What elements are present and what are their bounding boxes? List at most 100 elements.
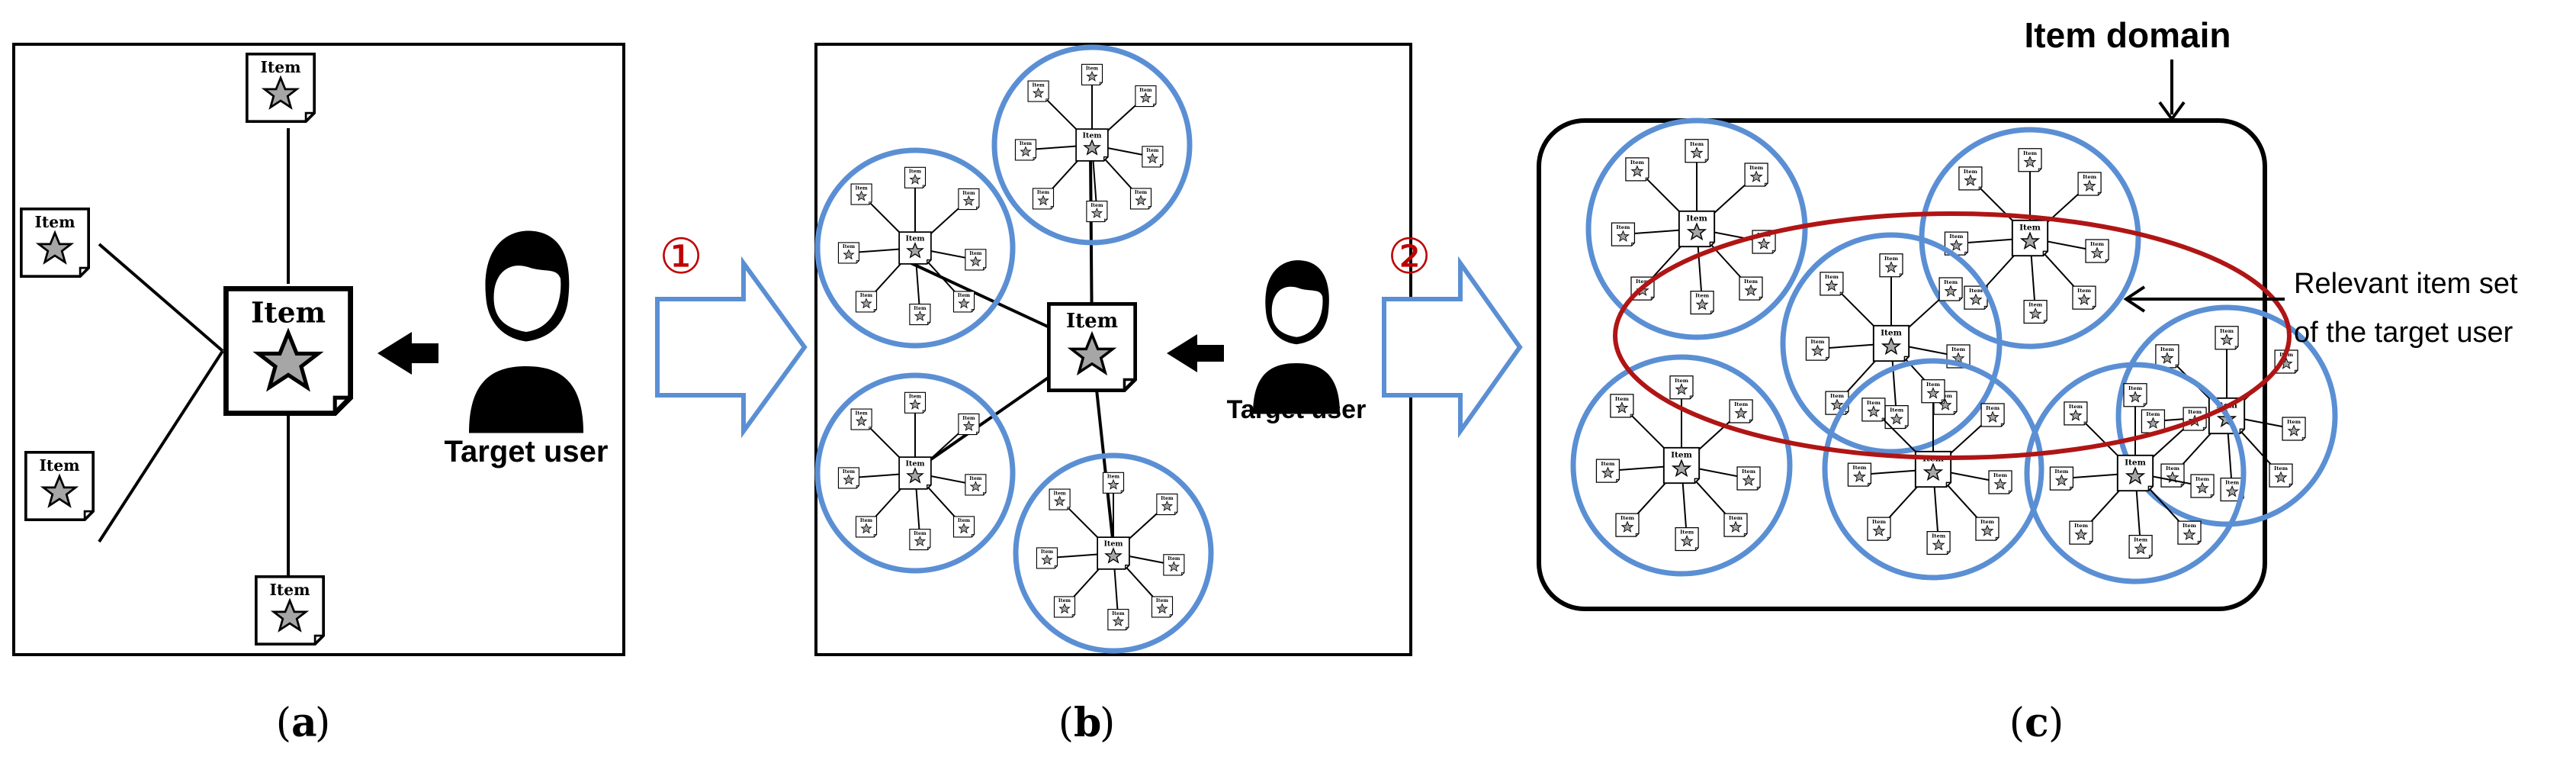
document-star-icon: Item: [1975, 517, 1999, 541]
document-star-icon: Item: [1151, 596, 1174, 618]
document-star-icon: Item: [1625, 157, 1649, 182]
document-star-icon: Item: [2190, 474, 2215, 498]
document-star-icon: Item: [850, 408, 872, 430]
item-label: Item: [969, 251, 982, 256]
document-star-icon: Item: [855, 291, 878, 313]
document-star-icon: Item: [1053, 596, 1076, 618]
item-label: Item: [39, 456, 79, 475]
document-star-icon: Item: [898, 231, 932, 265]
document-star-icon: Item: [1049, 304, 1135, 390]
caption-a: ( a ): [276, 700, 331, 746]
item-label: Item: [962, 191, 975, 196]
item-label: Item: [1053, 491, 1066, 496]
document-star-icon: Item: [898, 456, 932, 490]
item-label: Item: [260, 58, 300, 76]
document-star-icon: Item: [1075, 128, 1109, 162]
document-star-icon: Item: [2160, 463, 2185, 488]
document-star-icon: Item: [2072, 285, 2096, 310]
item-label: Item: [843, 469, 856, 475]
document-star-icon: Item: [2069, 520, 2093, 545]
item-label: Item: [1744, 278, 1759, 285]
svg-text:): ): [1100, 700, 1115, 746]
item-label: Item: [1616, 224, 1630, 230]
document-star-icon: Item: [1980, 403, 2005, 427]
item-label: Item: [1881, 327, 1902, 337]
document-star-icon: Item: [1820, 272, 1844, 296]
document-star-icon: Item: [1926, 530, 1951, 555]
document-star-icon: Item: [855, 516, 878, 538]
item-label: Item: [2166, 465, 2180, 472]
item-label: Item: [2023, 150, 2038, 156]
document-star-icon: Item: [904, 391, 927, 414]
cluster-circle: [1822, 358, 2044, 581]
item-label: Item: [1671, 449, 1692, 459]
item-label: Item: [1041, 549, 1054, 555]
document-star-icon: Item: [1135, 85, 1157, 108]
document-star-icon: Item: [1129, 188, 1152, 210]
item-label: Item: [2134, 537, 2148, 543]
document-star-icon: Item: [2220, 477, 2244, 502]
document-star-icon: Item: [1081, 63, 1103, 85]
panel-a-links: [98, 128, 290, 580]
item-label: Item: [1620, 515, 1635, 521]
item-label: Item: [1103, 539, 1123, 548]
document-star-icon: Item: [1032, 188, 1055, 210]
document-star-icon: Item: [1036, 547, 1058, 569]
item-label: Item: [914, 306, 927, 311]
relevant-label-line2: of the target user: [2294, 317, 2513, 349]
document-star-icon: Item: [1729, 399, 1753, 423]
document-star-icon: Item: [1825, 391, 1849, 415]
item-label: Item: [909, 394, 922, 400]
document-star-icon: Item: [1675, 526, 1699, 552]
document-star-icon: Item: [1921, 379, 1945, 404]
cluster-circle: [2024, 362, 2247, 584]
user-label: Target user: [445, 435, 609, 468]
document-star-icon: Item: [1669, 375, 1694, 400]
item-label: Item: [1695, 293, 1710, 299]
document-star-icon: Item: [1142, 146, 1164, 168]
item-label: Item: [2188, 409, 2202, 415]
item-label: Item: [1749, 165, 1764, 171]
document-star-icon: Item: [1964, 285, 1988, 310]
item-label: Item: [1949, 233, 1964, 240]
document-star-icon: Item: [1847, 462, 1872, 487]
item-label: Item: [2146, 411, 2160, 417]
item-label: Item: [1980, 519, 1995, 525]
document-star-icon: Item: [909, 303, 931, 326]
item-label: Item: [1037, 190, 1050, 195]
center-item: Item: [1049, 304, 1135, 390]
document-star-icon: Item: [958, 413, 980, 436]
item-label: Item: [2074, 523, 2089, 529]
item-label: Item: [2160, 346, 2175, 353]
item-label: Item: [2274, 465, 2289, 472]
item-label: Item: [1951, 346, 1966, 353]
document-star-icon: Item: [2018, 148, 2042, 172]
item-label: Item: [860, 293, 873, 298]
document-star-icon: Item: [1097, 536, 1130, 570]
document-star-icon: Item: [2155, 344, 2179, 369]
item-label: Item: [1926, 382, 1941, 388]
item-label: Item: [1938, 393, 1953, 399]
item-label: Item: [1729, 515, 1743, 521]
panel-b: ItemItemItemItemItemItemItemItemItemItem…: [814, 43, 1412, 656]
svg-text:(: (: [2009, 700, 2025, 746]
document-star-icon: Item: [958, 188, 980, 211]
document-star-icon: Item: [2123, 383, 2147, 407]
svg-text:c: c: [2025, 700, 2049, 746]
document-star-icon: Item: [965, 474, 987, 496]
item-label: Item: [1107, 475, 1120, 480]
item-label: Item: [962, 416, 975, 421]
caption-c: ( c ): [2009, 700, 2064, 746]
cluster-circle: [2115, 304, 2338, 527]
document-star-icon: Item: [1988, 470, 2012, 494]
cluster-circle: [814, 372, 1016, 574]
document-star-icon: Item: [1744, 163, 1768, 187]
document-star-icon: Item: [850, 183, 872, 205]
item-label: Item: [860, 518, 873, 523]
document-star-icon: Item: [1102, 472, 1125, 494]
document-star-icon: Item: [904, 166, 927, 188]
